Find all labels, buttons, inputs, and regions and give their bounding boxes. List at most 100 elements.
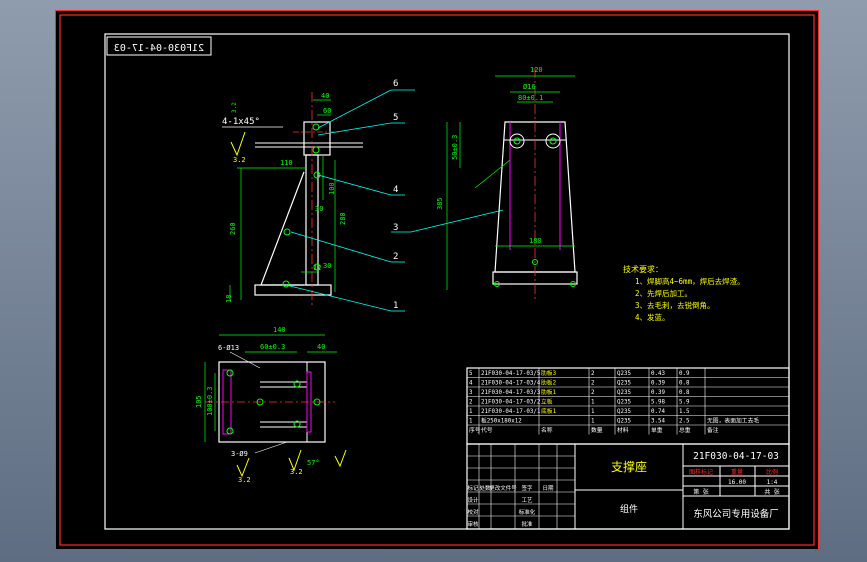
dim-60: 60	[323, 107, 331, 115]
plan-roughness-icon	[236, 457, 250, 478]
balloon-leaders	[285, 89, 504, 312]
side-hole-right-inner	[549, 137, 557, 145]
bom-cell: 5.98	[651, 400, 665, 406]
front-view: 40 60 110 30 100 280 260 12 18 30 4-1x45…	[222, 92, 363, 305]
front-base-plate	[254, 284, 332, 296]
drawing-viewport[interactable]: 21F030-04-17-03 40 60 110 3	[55, 10, 819, 550]
front-bolt-1	[312, 123, 320, 131]
tech-req-2: 2、先焊后加工。	[635, 288, 692, 298]
bom-cell: Q235	[617, 371, 631, 377]
side-dim-line-diag	[474, 159, 511, 189]
dim-30b: 30	[323, 262, 331, 270]
front-bolt-5	[313, 263, 321, 271]
bom-cell: 1	[469, 409, 473, 415]
bom-cell: 21F030-04-17-03/5	[481, 371, 541, 377]
bom-header-cell: 材料	[617, 426, 629, 434]
bom-cell: 21F030-04-17-03/4	[481, 381, 541, 387]
cad-drawing-canvas: 21F030-04-17-03 40 60 110 3	[55, 10, 819, 550]
weight-value: 16.00	[728, 479, 746, 486]
plan-hole-2	[226, 427, 234, 435]
plan-roughness-value-2: 3.2	[290, 468, 303, 476]
plan-dim-140: 140	[273, 326, 286, 334]
bom-header-cell: 序号	[469, 426, 481, 434]
mirrored-title-box	[106, 36, 212, 56]
balloon-3: 3	[393, 223, 398, 233]
tech-req-3: 3、去毛刺，去锐倒角。	[635, 300, 715, 310]
rev-sign: 签字	[521, 484, 533, 492]
assembly-label: 组件	[620, 503, 638, 515]
bom-header-cell: 数量	[591, 426, 603, 434]
bom-cell: 2.5	[679, 419, 690, 425]
bom-cell: 21F030-04-17-03/1	[481, 409, 541, 415]
bom-header-cell: 名称	[541, 426, 553, 434]
stage-header-weight: 重量	[731, 468, 743, 476]
rev-mark: 标记	[467, 484, 479, 492]
front-tolerance-label: 3.2	[231, 102, 238, 113]
bom-cell: Q235	[617, 419, 631, 425]
roughness-value: 3.2	[233, 156, 246, 164]
plan-dim-100: 100±0.3	[206, 386, 214, 416]
role-review: 审核	[467, 520, 479, 528]
side-hole-right	[545, 133, 561, 149]
bom-cell: 0.43	[651, 371, 665, 377]
leader-5	[317, 122, 392, 136]
front-bolt-6	[282, 280, 290, 288]
bom-cell: Q235	[617, 400, 631, 406]
balloon-1: 1	[393, 301, 398, 311]
bom-cell: 2	[591, 390, 595, 396]
dim-280: 280	[339, 212, 347, 225]
title-block: 支撑座 21F030-04-17-03 组件 东风公司专用设备厂 图样标记 重量…	[466, 443, 790, 530]
bom-header-cell: 总重	[679, 426, 691, 434]
plan-dim-105: 105	[195, 395, 203, 408]
bom-cell: 21F030-04-17-03/3	[481, 390, 541, 396]
bom-header-cell: 单重	[651, 426, 663, 434]
bom-cell: 1	[591, 409, 595, 415]
dim-40: 40	[321, 92, 329, 100]
company-name: 东风公司专用设备厂	[693, 508, 779, 520]
dim-100: 100	[328, 182, 336, 195]
bom-cell: 0.39	[651, 381, 665, 387]
leader-4	[317, 174, 392, 196]
bom-cell: 5.9	[679, 400, 690, 406]
bom-cell: 底板1	[541, 407, 557, 415]
side-dim-180: 180	[529, 237, 542, 245]
leader-2	[290, 231, 392, 263]
bom-cell: 3.54	[651, 419, 665, 425]
hole-note-top: 6-Ø13	[218, 344, 239, 352]
scale-value: 1:4	[767, 479, 778, 486]
role-check: 校对	[467, 508, 479, 516]
side-dim-80: 80±0.1	[518, 94, 543, 102]
rev-doc: 更改文件号	[489, 484, 517, 492]
tech-req-4: 4、发蓝。	[635, 312, 670, 322]
bom-cell: Q235	[617, 381, 631, 387]
bom-cell: Q235	[617, 390, 631, 396]
tech-req-1: 1、焊脚高4~6mm，焊后去焊渣。	[635, 276, 745, 286]
leader-6	[317, 89, 392, 129]
leader-3	[410, 209, 504, 233]
bom-cell: 0.74	[651, 409, 665, 415]
bom-cell: 0.8	[679, 390, 690, 396]
plan-roughness-icon-2	[288, 449, 302, 472]
roughness-icon	[230, 131, 246, 157]
side-dim-120: 120	[530, 66, 543, 74]
bom-cell: 0.8	[679, 381, 690, 387]
hole-note-bottom: 3-Ø9	[231, 450, 248, 458]
bom-cell: 21F030-04-17-03/2	[481, 400, 540, 406]
bom-cell: 无图，表面加工去毛	[707, 417, 759, 425]
side-bolt-left	[494, 281, 500, 287]
side-hole-left-inner	[513, 137, 521, 145]
dim-12: 12	[313, 264, 321, 272]
role-standard: 标准化	[519, 508, 536, 516]
tech-requirements: 技术要求： 1、焊脚高4~6mm，焊后去焊渣。 2、先焊后加工。 3、去毛刺，去…	[623, 264, 745, 322]
plan-hole-4	[293, 380, 301, 388]
plan-hole-5	[293, 420, 301, 428]
bom-cell: 肋板2	[541, 379, 556, 387]
mirrored-title: 21F030-04-17-03	[114, 43, 204, 54]
bom-cell: 1.5	[679, 409, 690, 415]
side-bolt-bottom	[532, 259, 538, 265]
front-bolt-4	[283, 228, 291, 236]
stage-header-scale: 比例	[766, 468, 778, 476]
side-bolt-right	[570, 281, 576, 287]
side-dim-385: 385	[436, 197, 444, 210]
